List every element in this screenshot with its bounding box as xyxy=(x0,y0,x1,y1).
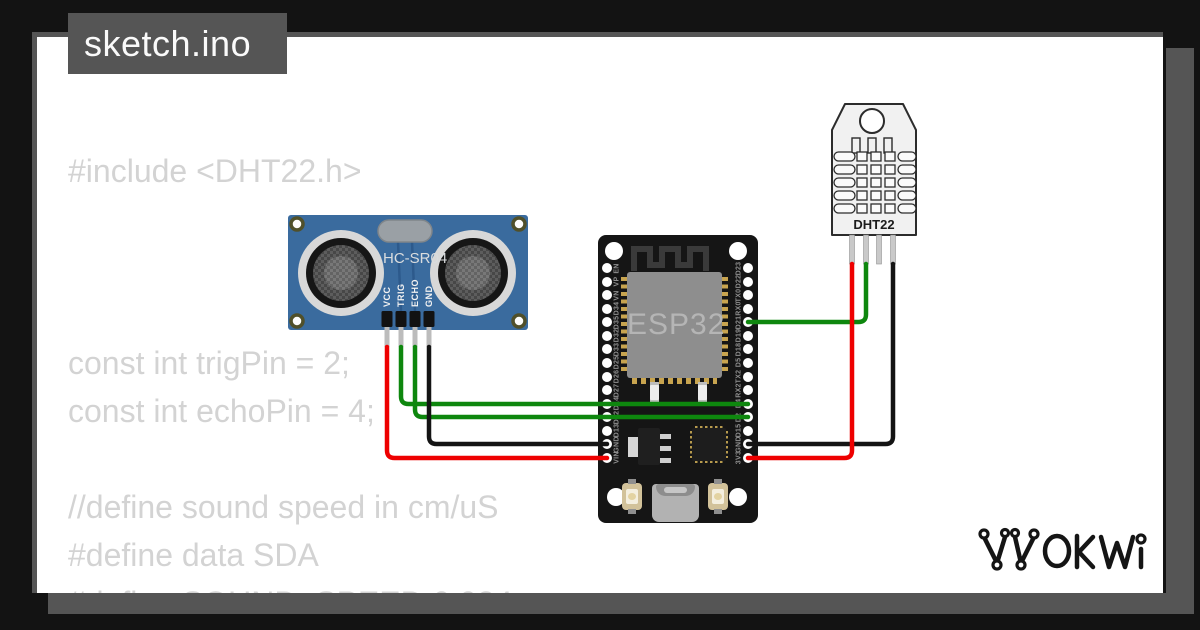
esp32-mount-hole xyxy=(607,488,625,506)
hcsr04-pin-trig: TRIG xyxy=(396,284,406,308)
esp32-pin-left-d12 xyxy=(602,412,612,423)
wire-dht-vcc-3v3 xyxy=(745,261,855,461)
esp32-pin-left-d33 xyxy=(602,344,612,355)
hcsr04-transducer-right xyxy=(430,230,516,316)
esp32-module: ESP32 xyxy=(627,272,726,378)
hcsr04-traces xyxy=(396,241,417,312)
wokwi-logo xyxy=(978,527,1147,571)
code-line: //define sound speed in cm/uS xyxy=(68,489,499,525)
usb-chip-pins xyxy=(695,459,723,463)
code-line: const int echoPin = 4; xyxy=(68,393,375,429)
hcsr04-oscillator xyxy=(377,219,433,243)
regulator-leg xyxy=(660,434,671,439)
code-line: #include <DHT22.h> xyxy=(68,153,362,189)
dht22-pins xyxy=(849,234,896,265)
hcsr04-pin-echo: ECHO xyxy=(410,279,420,307)
hcsr04-transducer-left xyxy=(298,230,384,316)
button-dot xyxy=(628,493,636,500)
esp32-pin-left-d32 xyxy=(602,330,612,341)
usb-connector xyxy=(652,484,699,522)
esp32-pin-left-vn xyxy=(602,290,612,301)
usb-connector-notch xyxy=(664,487,687,493)
esp32-button-boot xyxy=(708,479,728,514)
esp32-pin-right-d19 xyxy=(743,330,753,341)
code-line: #define SOUND_SPEED 0.034 xyxy=(68,579,513,593)
esp32-pin-right-d4 xyxy=(743,398,753,409)
esp32-pin-right-d15 xyxy=(743,425,753,436)
esp32-smd-component xyxy=(650,382,659,403)
esp32-pin-left-vp xyxy=(602,276,612,287)
page-shadow-right xyxy=(1166,48,1194,614)
esp32-pin-right-tx2 xyxy=(743,371,753,382)
voltage-regulator-tab xyxy=(628,437,638,457)
button-dot xyxy=(714,493,722,500)
esp32-pin-left-d27 xyxy=(602,385,612,396)
esp32-pin-right-d22 xyxy=(743,276,753,287)
esp32-pin-right-d5 xyxy=(743,357,753,368)
sketch-filename: sketch.ino xyxy=(68,13,287,74)
esp32-mount-hole xyxy=(605,242,623,260)
dht22-sensor: DHT22 xyxy=(831,103,917,265)
esp32-pin-right-3v3 xyxy=(743,452,753,463)
wire-dht-data-d21 xyxy=(745,261,869,325)
hcsr04-leads xyxy=(384,327,432,347)
usb-chip-pins xyxy=(724,431,728,458)
esp32-pin-left-vin xyxy=(602,452,612,463)
esp32-pin-left-d13 xyxy=(602,425,612,436)
esp32-pin-left-d26 xyxy=(602,371,612,382)
code-block: #include <DHT22.h> const int trigPin = 2… xyxy=(68,147,513,593)
esp32-pin-right-d21 xyxy=(743,317,753,328)
esp32-pin-label: VIN xyxy=(613,451,621,465)
hcsr04-pin-gnd: GND xyxy=(424,286,434,308)
hcsr04-sensor: HC-SR04 VCC TRIG ECHO GND xyxy=(288,215,528,347)
esp32-pin-left-d35 xyxy=(602,317,612,328)
button-leg xyxy=(714,509,722,514)
esp32-pin-right-d18 xyxy=(743,344,753,355)
esp32-smd-component xyxy=(698,382,707,403)
regulator-leg xyxy=(660,458,671,463)
diagram-canvas: #include <DHT22.h> const int trigPin = 2… xyxy=(32,32,1163,593)
hcsr04-pin-vcc: VCC xyxy=(382,286,392,307)
esp32-mount-hole xyxy=(729,242,747,260)
code-line: #define data SDA xyxy=(68,537,319,573)
esp32-pin-right-rx0 xyxy=(743,303,753,314)
esp32-pin-label: 3V3 xyxy=(735,451,743,465)
esp32-pin-left-en xyxy=(602,263,612,273)
regulator-leg xyxy=(660,446,671,451)
esp32-pin-right-tx0 xyxy=(743,290,753,301)
page-shadow-bottom xyxy=(48,593,1194,614)
usb-chip xyxy=(692,428,726,461)
code-line: const int trigPin = 2; xyxy=(68,345,350,381)
hcsr04-pads xyxy=(381,311,435,327)
esp32-pin-right-rx2 xyxy=(743,385,753,396)
dht22-vents xyxy=(833,151,917,214)
button-leg xyxy=(628,479,636,484)
hcsr04-label: HC-SR04 xyxy=(383,250,447,267)
esp32-pin-left-d14 xyxy=(602,398,612,409)
dht22-label: DHT22 xyxy=(853,217,894,232)
button-leg xyxy=(628,509,636,514)
code-line xyxy=(68,435,513,483)
esp32-module-pads-left xyxy=(621,277,628,373)
esp32-mount-hole xyxy=(729,488,747,506)
esp32-pin-right-d23 xyxy=(743,263,753,273)
esp32-button-en xyxy=(622,479,642,514)
esp32-pin-left-d25 xyxy=(602,357,612,368)
esp32-pin-left-d34 xyxy=(602,303,612,314)
hcsr04-mount-holes xyxy=(289,216,527,329)
dht22-hole xyxy=(859,108,885,134)
esp32-pin-right-d2 xyxy=(743,412,753,423)
esp32-antenna xyxy=(631,246,709,271)
button-leg xyxy=(714,479,722,484)
esp32-label: ESP32 xyxy=(627,308,726,341)
wire-dht-gnd xyxy=(745,261,896,447)
esp32-pin-right-gnd xyxy=(743,439,753,450)
esp32-pin-left-gnd xyxy=(602,439,612,450)
esp32-module-pads-right xyxy=(721,277,728,373)
voltage-regulator xyxy=(638,428,660,465)
